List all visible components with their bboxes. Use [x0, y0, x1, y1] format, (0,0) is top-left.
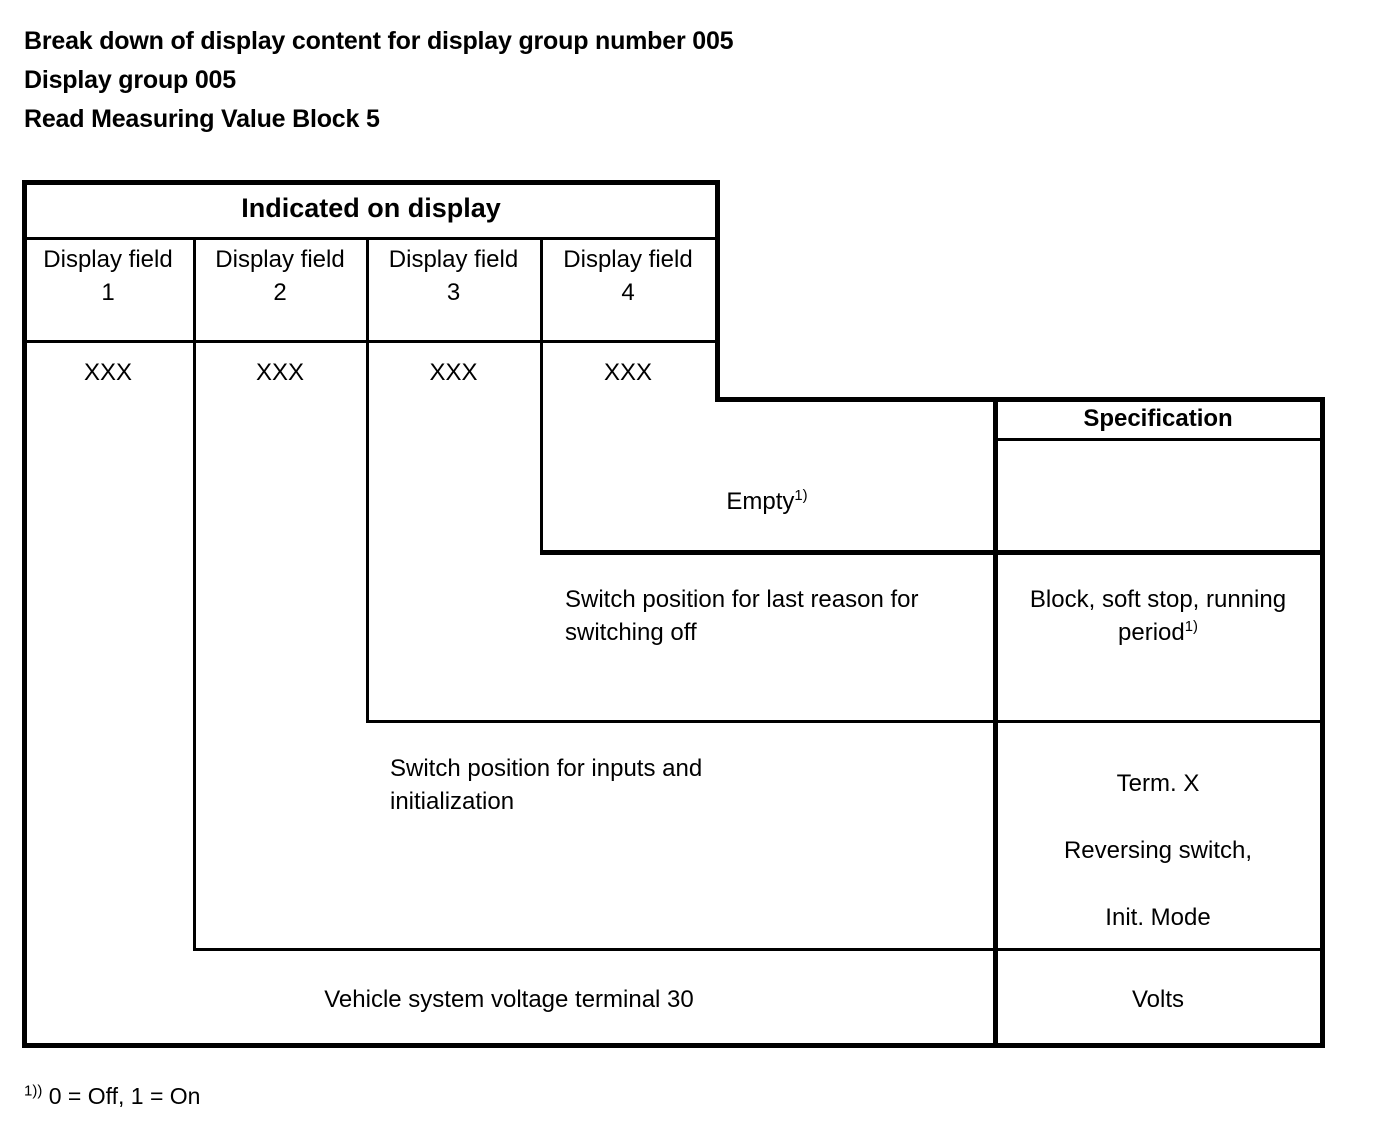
spec-header-top-border [993, 397, 1325, 402]
footnote: 1)) 0 = Off, 1 = On [24, 1082, 200, 1110]
banner-bottom-border [22, 237, 720, 240]
display-field-label-2: Display field [215, 246, 345, 273]
row-voltage-description: Vehicle system voltage terminal 30 [324, 986, 694, 1013]
display-field-label-3: Display field [388, 246, 519, 273]
specification-header: Specification [1083, 405, 1233, 432]
row-inputs-description: Switch position for inputs and initializ… [390, 755, 703, 815]
divider-field-4 [715, 180, 720, 402]
divider-specification [993, 397, 998, 1048]
empty-row-bottom-border [540, 550, 1325, 555]
row-empty-description-text: Empty [726, 488, 795, 515]
display-field-value-2: XXX [255, 359, 305, 386]
row-switch-off-specification-text: Block, soft stop, running period [1029, 586, 1287, 646]
row-empty-description: Empty1) [543, 485, 991, 518]
row-switch-off-specification: Block, soft stop, running period1) [1001, 583, 1315, 649]
table-left-border [22, 180, 27, 1048]
spec-header-bottom-border [993, 438, 1325, 441]
display-field-header-4: Display field 4 [543, 243, 713, 309]
display-field-header-1: Display field 1 [25, 243, 191, 309]
display-field-value-3: XXX [429, 359, 478, 386]
footnote-mark: 1)) [24, 1082, 43, 1100]
divider-field-2 [366, 237, 369, 720]
display-field-header-3: Display field 3 [369, 243, 538, 309]
display-field-value-1: XXX [83, 359, 133, 386]
divider-field-1 [193, 237, 196, 948]
row-voltage-specification: Volts [1131, 986, 1185, 1013]
table-top-border [22, 180, 720, 185]
display-field-number-2: 2 [273, 279, 287, 306]
table-right-border [1320, 397, 1325, 1048]
row-switch-off-footnote-mark: 1) [1184, 619, 1198, 635]
field-header-bottom-border [22, 340, 720, 343]
display-field-label-1: Display field [43, 246, 173, 273]
row-inputs-specification-line-2: Reversing switch, [1063, 837, 1253, 864]
title-line-3: Read Measuring Value Block 5 [24, 105, 380, 133]
page-title: Break down of display content for displa… [24, 22, 1224, 139]
table-bottom-border [22, 1043, 1325, 1048]
indicated-on-display-banner: Indicated on display [241, 193, 501, 223]
footnote-text: 0 = Off, 1 = On [48, 1083, 201, 1109]
display-field-number-3: 3 [446, 279, 461, 306]
display-field-value-4: XXX [603, 359, 653, 386]
row-inputs-specification-line-3: Init. Mode [1105, 904, 1211, 931]
title-line-1: Break down of display content for displa… [24, 27, 734, 55]
inputs-row-bottom-border [193, 948, 1325, 951]
xxx-row-bottom-border [715, 397, 998, 402]
title-line-2: Display group 005 [24, 66, 236, 94]
display-field-number-4: 4 [621, 279, 635, 306]
divider-field-3 [540, 237, 543, 550]
display-field-number-1: 1 [101, 279, 115, 306]
row-inputs-specification-line-1: Term. X [1116, 770, 1200, 797]
switch-off-row-bottom-border [366, 720, 1325, 723]
row-empty-footnote-mark: 1) [794, 488, 808, 504]
row-inputs-specification: Term. X Reversing switch, Init. Mode [996, 750, 1320, 951]
display-field-label-4: Display field [563, 246, 693, 273]
display-field-header-2: Display field 2 [196, 243, 364, 309]
row-switch-off-description: Switch position for last reason for swit… [565, 586, 919, 646]
